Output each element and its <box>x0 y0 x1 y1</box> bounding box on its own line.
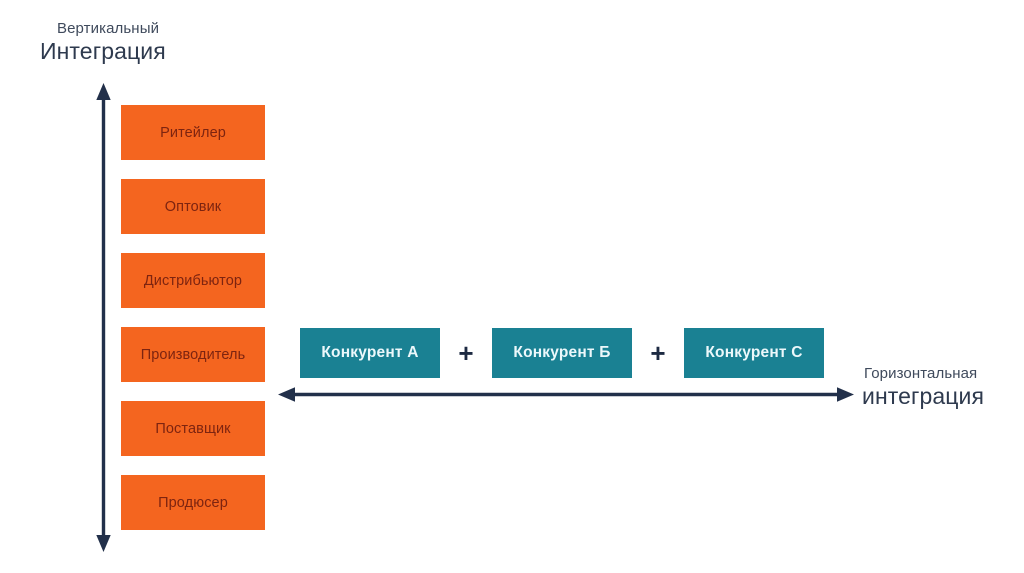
vertical-axis-title: Вертикальный Интеграция <box>40 20 166 65</box>
horizontal-chain-box-label: Конкурент Б <box>513 344 611 361</box>
horizontal-chain-box-label: Конкурент А <box>321 344 419 361</box>
vertical-chain-box-label: Дистрибьютор <box>143 272 243 289</box>
vertical-integration-chain: Ритейлер Оптовик Дистрибьютор Производит… <box>121 105 265 530</box>
vertical-chain-box[interactable]: Продюсер <box>121 475 265 530</box>
horizontal-chain-box[interactable]: Конкурент Б <box>492 328 632 378</box>
vertical-chain-box-label: Ритейлер <box>160 124 226 141</box>
horizontal-integration-chain: Конкурент А + Конкурент Б + Конкурент С <box>300 328 824 378</box>
horizontal-chain-box[interactable]: Конкурент А <box>300 328 440 378</box>
vertical-axis-arrow-icon <box>96 83 111 552</box>
horizontal-chain-box-label: Конкурент С <box>705 344 803 361</box>
horizontal-axis-arrow-icon <box>278 387 854 402</box>
vertical-chain-box[interactable]: Поставщик <box>121 401 265 456</box>
vertical-chain-box-label: Продюсер <box>158 494 228 511</box>
vertical-chain-box-label: Оптовик <box>164 198 222 215</box>
horizontal-axis-title-large: интеграция <box>862 382 985 409</box>
plus-separator-icon: + <box>458 338 474 368</box>
vertical-axis-title-large: Интеграция <box>40 37 166 64</box>
vertical-chain-box[interactable]: Производитель <box>121 327 265 382</box>
vertical-chain-box-label: Поставщик <box>155 420 231 437</box>
horizontal-chain-box[interactable]: Конкурент С <box>684 328 824 378</box>
plus-separator-icon: + <box>650 338 666 368</box>
vertical-chain-box[interactable]: Дистрибьютор <box>121 253 265 308</box>
vertical-chain-box[interactable]: Оптовик <box>121 179 265 234</box>
horizontal-axis-title: Горизонтальная интеграция <box>862 365 984 410</box>
vertical-chain-box[interactable]: Ритейлер <box>121 105 265 160</box>
vertical-axis-title-small: Вертикальный <box>57 20 160 37</box>
horizontal-axis-title-small: Горизонтальная <box>864 365 978 382</box>
vertical-chain-box-label: Производитель <box>140 346 246 363</box>
